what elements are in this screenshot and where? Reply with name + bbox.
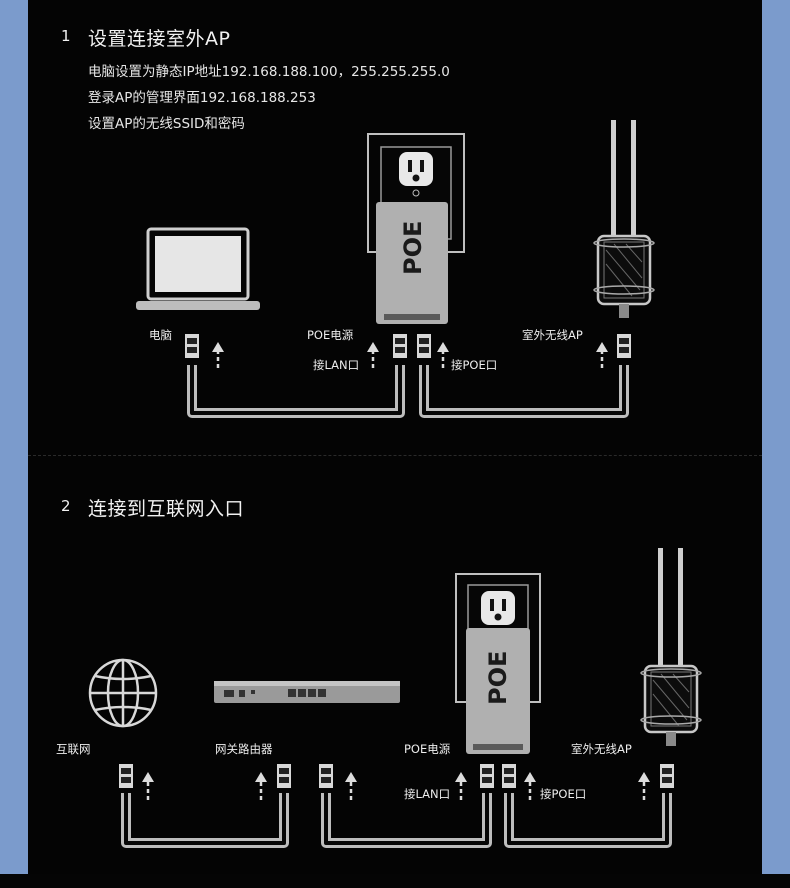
- step1-line-ssid: 设置AP的无线SSID和密码: [88, 116, 245, 132]
- poe-adapter-icon: [376, 202, 448, 324]
- label-lan-port-1: 接LAN口: [313, 358, 360, 372]
- diagram-canvas: 1 设置连接室外AP 电脑设置为静态IP地址192.168.188.100，25…: [28, 0, 762, 874]
- laptop-icon: [136, 227, 260, 310]
- rj45-plug-laptop: [185, 334, 199, 358]
- poe-adapter-icon-2: [466, 628, 530, 754]
- rj45-plug-router-in: [277, 764, 291, 788]
- globe-icon: [88, 658, 158, 728]
- outdoor-ap-icon-2: [640, 548, 702, 746]
- step1-title: 设置连接室外AP: [88, 28, 231, 50]
- cable-poe-to-ap: [419, 365, 629, 418]
- label-internet: 互联网: [56, 742, 91, 756]
- rj45-plug-ap-2: [660, 764, 674, 788]
- label-lan-port-2: 接LAN口: [404, 787, 451, 801]
- label-poe-port-2: 接POE口: [540, 787, 587, 801]
- step1-info: 电脑设置为静态IP地址192.168.188.100，255.255.255.0…: [88, 59, 450, 137]
- label-poe-port-1: 接POE口: [451, 358, 498, 372]
- rj45-plug-poe-lan-2: [480, 764, 494, 788]
- insert-arrows-step2: [142, 772, 650, 800]
- cable-internet-to-router: [121, 793, 289, 848]
- step1-number: 1: [61, 27, 71, 45]
- insert-arrows-step1: [212, 342, 608, 368]
- rj45-plug-router-out: [319, 764, 333, 788]
- cable-poe-to-ap-2: [504, 793, 672, 848]
- rj45-plug-ap: [617, 334, 631, 358]
- rj45-plug-poe-poe-2: [502, 764, 516, 788]
- section-divider: [28, 455, 762, 456]
- cable-laptop-to-poe: [187, 365, 405, 418]
- label-gateway-router: 网关路由器: [215, 742, 273, 756]
- step1-graphics: [136, 120, 655, 418]
- step2-poe-mark: POE: [484, 650, 512, 705]
- bottom-bar: [0, 874, 790, 888]
- label-computer: 电脑: [149, 328, 172, 342]
- label-poe-power-1: POE电源: [307, 328, 354, 342]
- cable-router-to-poe: [321, 793, 492, 848]
- rj45-plug-poe-poe: [417, 334, 431, 358]
- label-outdoor-ap-1: 室外无线AP: [522, 328, 583, 342]
- label-outdoor-ap-2: 室外无线AP: [571, 742, 632, 756]
- rj45-plug-poe-lan: [393, 334, 407, 358]
- step2-graphics: [88, 548, 702, 848]
- outdoor-ap-icon: [593, 120, 655, 318]
- step1-line-ip: 电脑设置为静态IP地址192.168.188.100，255.255.255.0: [88, 64, 450, 80]
- step1-line-login: 登录AP的管理界面192.168.188.253: [88, 90, 316, 106]
- step2-number: 2: [61, 497, 71, 515]
- step2-title: 连接到互联网入口: [88, 498, 245, 520]
- gateway-router-icon: [214, 681, 400, 703]
- label-poe-power-2: POE电源: [404, 742, 451, 756]
- rj45-plug-internet: [119, 764, 133, 788]
